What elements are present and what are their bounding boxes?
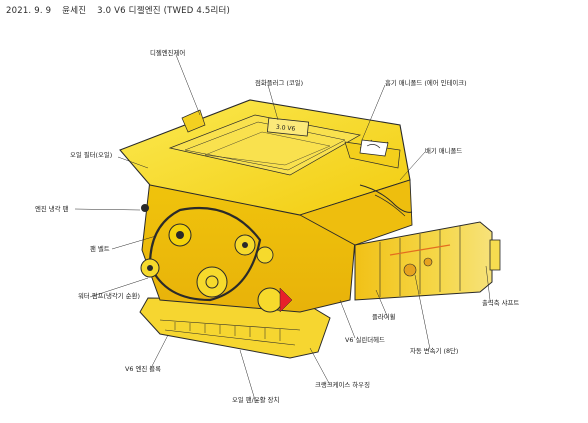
pulley-system (140, 204, 293, 313)
callout-oil-filter: 오일 필터(오일) (70, 151, 113, 159)
callout-intake: 흡기 매니폴드 (에어 인테이크) (385, 79, 467, 87)
callout-cooling-fan: 엔진 냉각 팬 (35, 205, 69, 213)
callout-exhaust: 배기 매니폴드 (425, 147, 463, 155)
engine-badge-text: 3.0 V6 (276, 124, 296, 133)
callout-oil-pan: 오일 팬/윤활 장치 (232, 396, 280, 404)
callout-cyl-head: V6 실린더헤드 (345, 336, 385, 344)
header-author: 윤세진 (62, 6, 87, 16)
callout-leaders (74, 54, 491, 401)
callout-water-pump: 워터 펌프(냉각기 순환) (78, 292, 140, 300)
callout-v6-block: V6 엔진 블록 (125, 365, 162, 373)
callout-flywheel: 플라이휠 (372, 313, 396, 321)
callout-ecu: 디젤엔진제어 (150, 49, 186, 57)
callout-spark: 점화플러그 (코일) (255, 79, 304, 87)
callout-fan-belt: 팬 벨트 (90, 245, 110, 253)
transmission (354, 221, 501, 301)
page-header: 2021. 9. 9 윤세진 3.0 V6 디젤엔진 (TWED 4.5리터) (6, 4, 238, 16)
callout-transmission: 자동 변속기 (8단) (410, 347, 459, 355)
header-date: 2021. 9. 9 (6, 6, 52, 16)
header-title: 3.0 V6 디젤엔진 (TWED 4.5리터) (97, 6, 231, 16)
oil-filler-cap (359, 139, 389, 157)
callout-output-shaft: 출력축 샤프트 (482, 299, 520, 307)
callout-crankcase: 크랭크케이스 하우징 (315, 381, 370, 389)
